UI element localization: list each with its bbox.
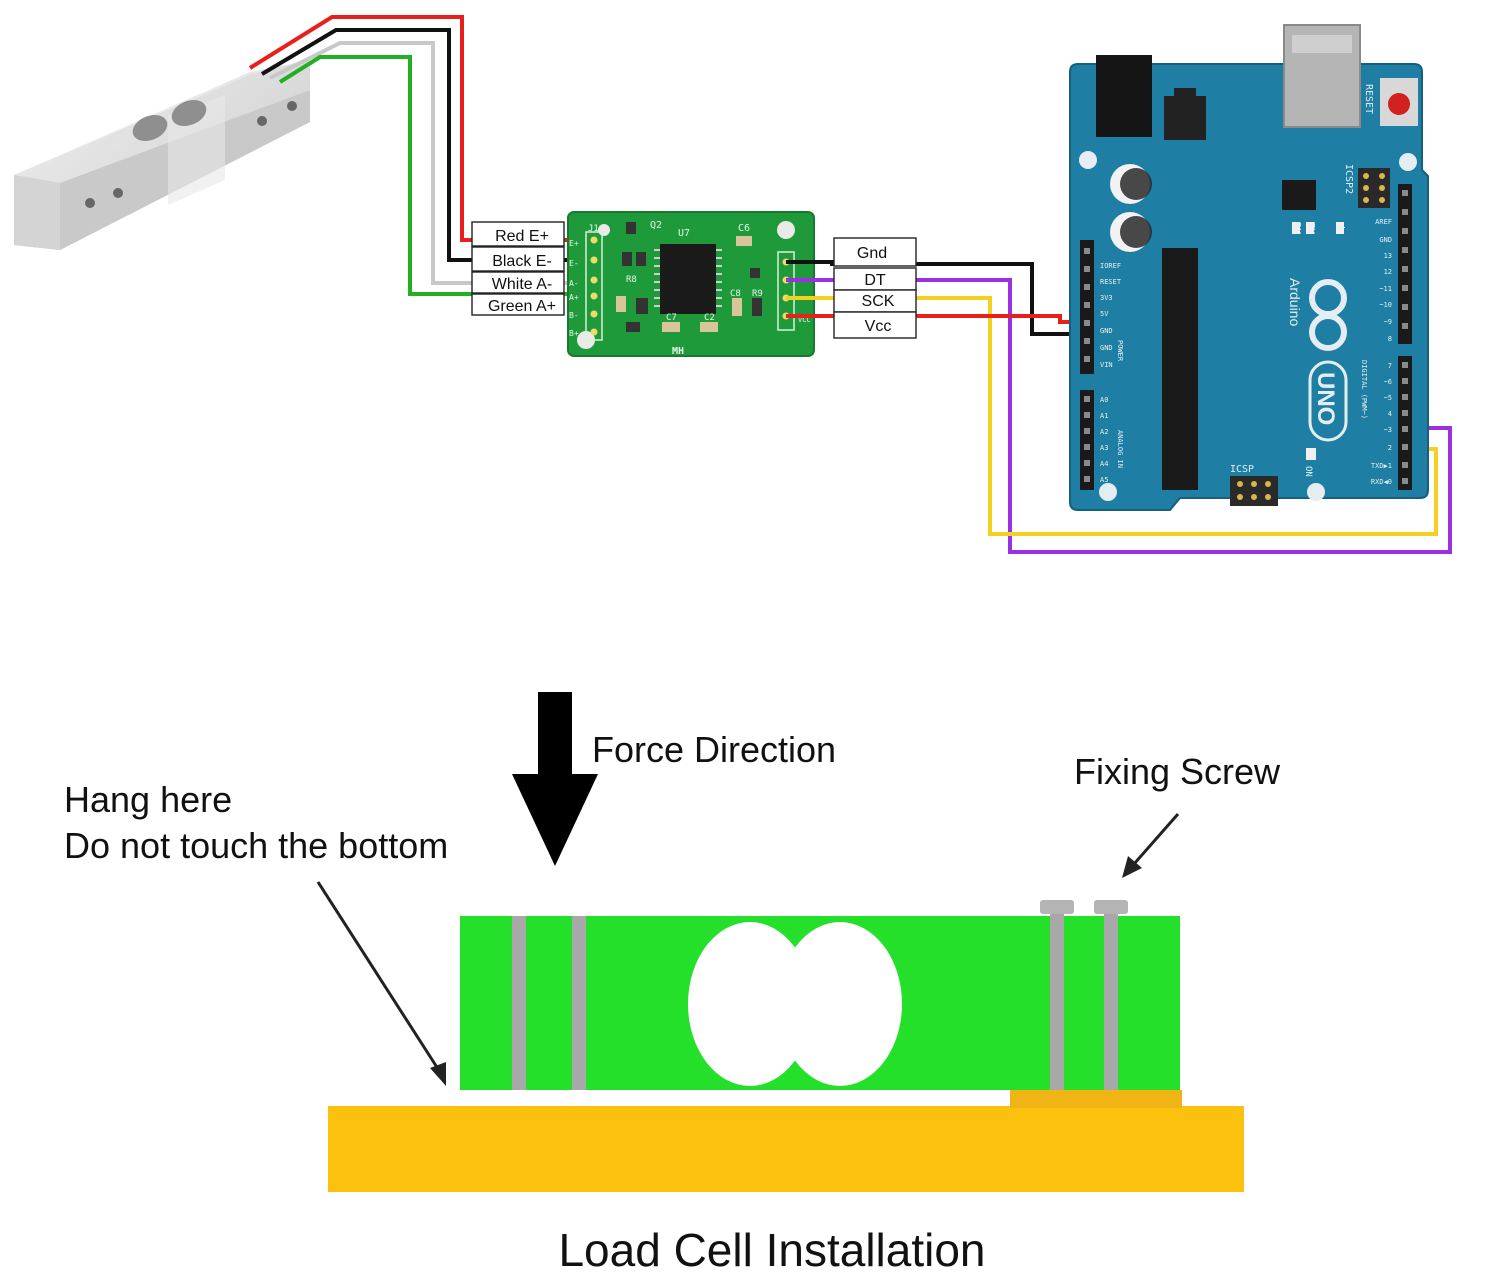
pin-0: RXD◀0	[1371, 478, 1392, 486]
wire-vcc	[786, 314, 1090, 324]
installation-title: Load Cell Installation	[558, 1224, 985, 1276]
wire-sck	[786, 296, 1438, 536]
silk-c2: C2	[704, 313, 715, 323]
uno-badge: UNO	[1308, 360, 1348, 442]
pin-10: ~10	[1379, 301, 1392, 309]
brand-label: Arduino	[1287, 278, 1303, 326]
label-gnd: Gnd	[857, 245, 887, 262]
pin-2: 2	[1388, 444, 1392, 452]
label-black: Black E-	[492, 253, 552, 270]
silk-r9: R9	[752, 289, 763, 299]
label-dt: DT	[864, 272, 886, 289]
pin-gnd-2: GND	[1100, 344, 1113, 352]
silk-mh: MH	[672, 346, 684, 357]
pin-6: ~6	[1384, 378, 1392, 386]
label-white: White A-	[492, 276, 552, 293]
pin-3v3: 3V3	[1100, 294, 1113, 302]
on-label: ON	[1303, 466, 1313, 477]
hang-pointer-arrow	[316, 881, 446, 1086]
wire-gnd	[786, 260, 1090, 336]
pin-5v: 5V	[1100, 310, 1109, 318]
label-green: Green A+	[488, 298, 556, 315]
pin-reset: RESET	[1100, 278, 1122, 286]
pin-1: TXD▶1	[1371, 462, 1392, 470]
rod-left-2	[572, 916, 586, 1090]
pin-vin: VIN	[1100, 361, 1113, 369]
silk-u7: U7	[678, 228, 690, 239]
pin-a4: A4	[1100, 460, 1108, 468]
arduino-uno-board: RESET ICSP2 TX RX L Arduino	[1069, 24, 1429, 511]
hx711-board: J1 Q2 U7 C6 R8 C8 R9 C7 C2 MH E+ E- A- A…	[567, 211, 815, 357]
screw-pointer-arrow	[1122, 813, 1180, 878]
silk-r8: R8	[626, 275, 637, 285]
pin-labels: Gnd DT SCK Vcc	[833, 237, 917, 339]
label-sck: SCK	[862, 293, 895, 310]
pin-13: 13	[1384, 252, 1392, 260]
screw-head-1	[1040, 900, 1074, 914]
wire-dt	[786, 278, 1452, 554]
label-red: Red E+	[495, 228, 549, 245]
silk-a-plus: A+	[569, 293, 579, 302]
pin-a1: A1	[1100, 412, 1108, 420]
silk-j1: J1	[588, 224, 599, 234]
screw-2	[1104, 904, 1118, 1090]
silk-c8: C8	[730, 289, 741, 299]
icsp2-label: ICSP2	[1343, 164, 1354, 194]
pin-5: ~5	[1384, 394, 1392, 402]
load-cell-hole-left	[688, 922, 812, 1086]
model-label: UNO	[1312, 372, 1339, 425]
label-vcc: Vcc	[865, 318, 892, 335]
pin-gnd-1: GND	[1100, 327, 1113, 335]
pin-3: ~3	[1384, 426, 1392, 434]
force-arrow-icon	[512, 692, 598, 866]
installation-diagram: Force Direction Fixing Screw Hang here D…	[64, 692, 1281, 1276]
pin-aref: AREF	[1375, 218, 1392, 226]
silk-e-plus: E+	[569, 239, 579, 248]
silk-a-minus: A-	[569, 279, 579, 288]
rod-left-1	[512, 916, 526, 1090]
fixing-screw-label: Fixing Screw	[1074, 751, 1281, 792]
screw-head-2	[1094, 900, 1128, 914]
pin-gnd-3: GND	[1379, 236, 1392, 244]
silk-e-minus: E-	[569, 259, 579, 268]
load-cell-image	[14, 60, 310, 250]
pin-11: ~11	[1379, 285, 1392, 293]
digital-label: DIGITAL (PWM~)	[1360, 360, 1368, 419]
power-label: POWER	[1116, 340, 1124, 362]
silk-q2: Q2	[650, 220, 662, 231]
wire-labels: Red E+ Black E- White A- Green A+	[471, 221, 565, 316]
silk-b-plus: B+	[569, 329, 579, 338]
tx-label: TX	[1305, 222, 1316, 234]
hang-here-label: Hang here	[64, 779, 232, 820]
silk-c6: C6	[738, 223, 750, 234]
analog-label: ANALOG IN	[1116, 430, 1124, 468]
pin-ioref: IOREF	[1100, 262, 1121, 270]
arduino-infinity-logo	[1309, 279, 1347, 351]
icsp-label: ICSP	[1230, 464, 1254, 475]
do-not-touch-label: Do not touch the bottom	[64, 825, 448, 866]
pin-8: 8	[1388, 335, 1392, 343]
wire-green	[278, 55, 568, 296]
silk-b-minus: B-	[569, 311, 579, 320]
pin-a0: A0	[1100, 396, 1108, 404]
pin-4: 4	[1388, 410, 1392, 418]
l-label: L	[1335, 226, 1346, 232]
silk-vcc: VCC	[798, 316, 811, 324]
pin-9: ~9	[1384, 318, 1392, 326]
silk-c7: C7	[666, 313, 677, 323]
pin-a3: A3	[1100, 444, 1108, 452]
module-wires	[786, 260, 1452, 554]
base-plate	[328, 1106, 1244, 1192]
load-cell-hole-right	[778, 922, 902, 1086]
screw-1	[1050, 904, 1064, 1090]
pin-a5: A5	[1100, 476, 1108, 484]
force-direction-label: Force Direction	[592, 729, 836, 770]
pin-a2: A2	[1100, 428, 1108, 436]
pin-7: 7	[1388, 362, 1392, 370]
reset-label: RESET	[1363, 84, 1374, 114]
rx-label: RX	[1291, 222, 1302, 234]
pin-12: 12	[1384, 268, 1392, 276]
mount-spacer	[1010, 1090, 1182, 1108]
